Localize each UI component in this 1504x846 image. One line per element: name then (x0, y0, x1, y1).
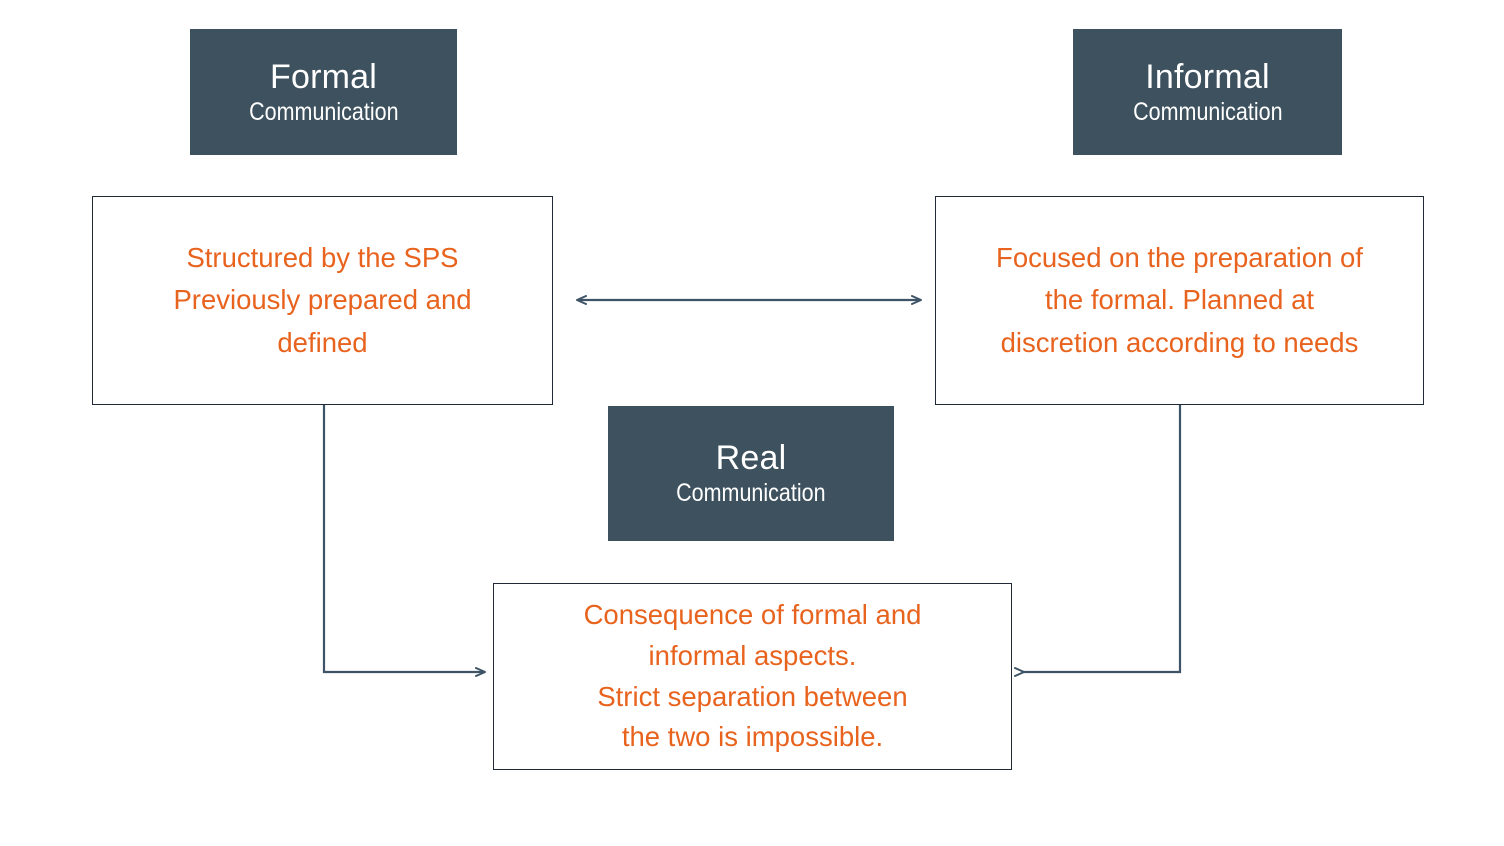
header-box-real: Real Communication (608, 406, 894, 541)
header-title-informal: Informal (1145, 57, 1270, 96)
content-box-real: Consequence of formal and informal aspec… (493, 583, 1012, 770)
header-subtitle-real: Communication (676, 479, 826, 507)
header-box-informal: Informal Communication (1073, 29, 1342, 155)
content-text-informal: Focused on the preparation of the formal… (996, 241, 1363, 358)
content-box-informal: Focused on the preparation of the formal… (935, 196, 1424, 405)
header-title-formal: Formal (270, 57, 377, 96)
content-text-formal: Structured by the SPS Previously prepare… (173, 241, 472, 358)
connector-formal-to-real (322, 404, 486, 677)
header-subtitle-informal: Communication (1132, 97, 1283, 126)
connector-informal-to-real (1014, 404, 1182, 677)
header-box-formal: Formal Communication (190, 29, 457, 155)
content-text-real: Consequence of formal and informal aspec… (583, 599, 922, 753)
header-subtitle-formal: Communication (248, 97, 399, 126)
header-title-real: Real (715, 439, 787, 477)
content-box-formal: Structured by the SPS Previously prepare… (92, 196, 553, 405)
